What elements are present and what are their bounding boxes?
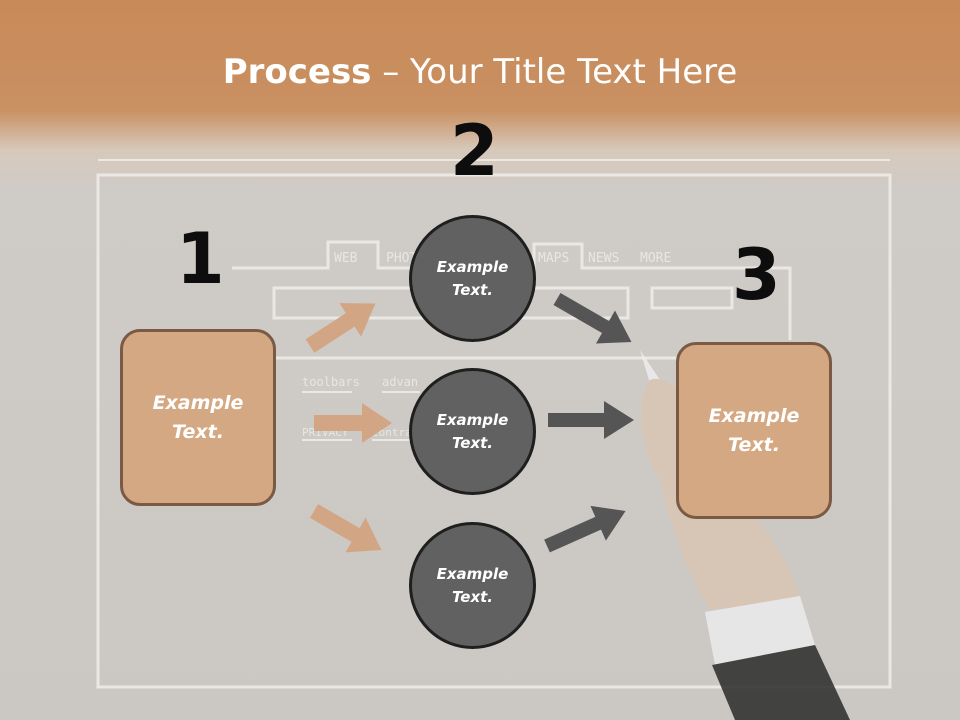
circle-bottom-text: Example Text.	[436, 564, 509, 606]
circle-middle-text: Example Text.	[436, 410, 509, 452]
arrow-from-circle-top	[553, 292, 632, 344]
arrow-from-circle-bottom	[544, 505, 626, 553]
title-bold: Process	[222, 52, 372, 92]
step-number-2: 2	[450, 110, 499, 192]
incoming-arrows	[305, 303, 392, 553]
svg-text:WEB: WEB	[334, 251, 358, 266]
circle-top: Example Text.	[409, 215, 536, 342]
arrow-to-circle-middle	[314, 403, 392, 443]
circle-middle: Example Text.	[409, 368, 536, 495]
left-box-text: Example Text.	[152, 391, 244, 443]
right-box-text: Example Text.	[708, 404, 800, 456]
svg-text:toolbars: toolbars	[302, 375, 360, 389]
circle-top-text: Example Text.	[436, 257, 509, 299]
circle-bottom: Example Text.	[409, 522, 536, 649]
arrow-from-circle-middle	[548, 401, 634, 439]
step-number-1: 1	[176, 218, 225, 300]
arrow-to-circle-bottom	[310, 504, 382, 553]
right-box: Example Text.	[676, 342, 832, 519]
svg-text:NEWS: NEWS	[588, 251, 619, 266]
svg-text:advan: advan	[382, 375, 418, 389]
arrow-to-circle-top	[305, 303, 376, 353]
left-box: Example Text.	[120, 329, 276, 506]
title-rest: – Your Title Text Here	[371, 52, 738, 92]
svg-text:MORE: MORE	[640, 251, 671, 266]
step-number-3: 3	[732, 234, 781, 316]
outgoing-arrows	[544, 292, 634, 553]
slide-title: Process – Your Title Text Here	[0, 52, 960, 92]
svg-text:MAPS: MAPS	[538, 251, 569, 266]
